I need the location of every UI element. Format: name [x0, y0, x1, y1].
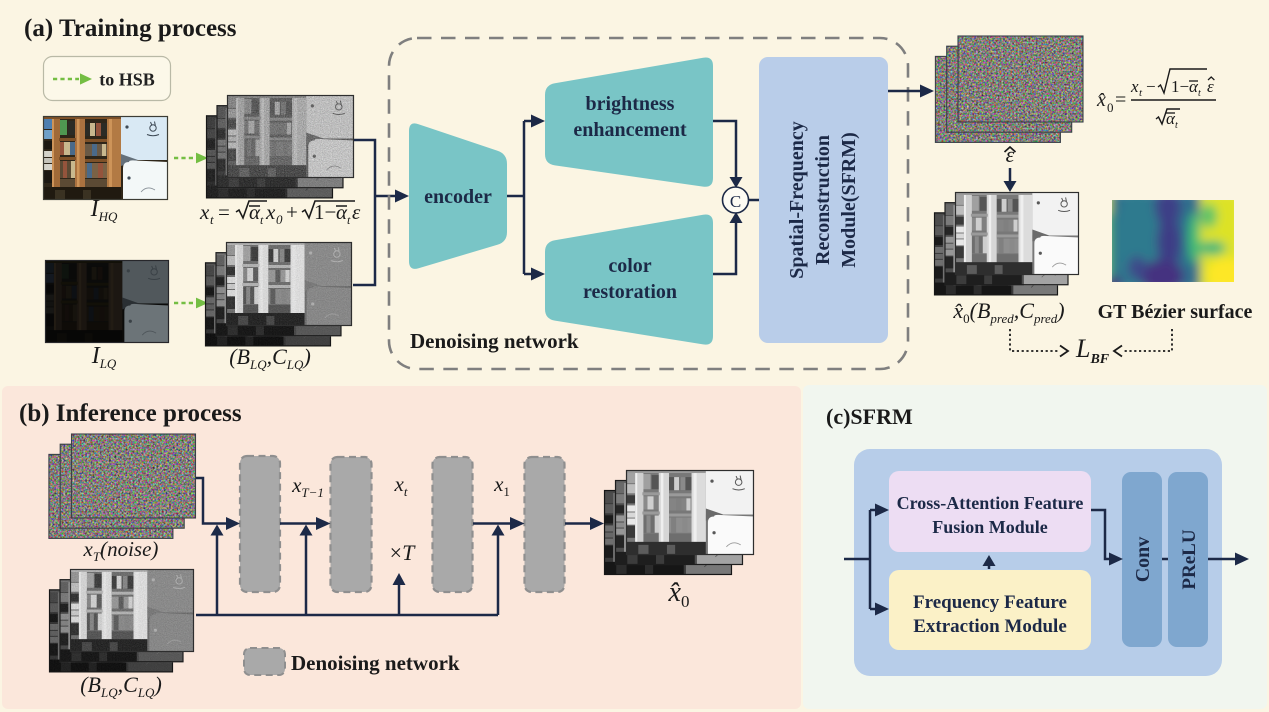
svg-text:C: C [730, 192, 741, 211]
svg-text:GT Bézier surface: GT Bézier surface [1098, 301, 1253, 323]
svg-text:1−: 1− [314, 200, 336, 224]
svg-text:x: x [1130, 77, 1139, 96]
svg-text:0: 0 [1107, 100, 1114, 115]
svg-text:LBF: LBF [1075, 334, 1110, 367]
svg-text:x̂: x̂ [1096, 89, 1106, 111]
svg-text:x̂0: x̂0 [668, 577, 690, 611]
svg-text:ε: ε [1207, 77, 1214, 96]
svg-text:=: = [218, 200, 230, 224]
svg-text:(a) Training process: (a) Training process [24, 15, 237, 42]
svg-text:(BLQ,CLQ): (BLQ,CLQ) [80, 672, 162, 700]
svg-text:t: t [260, 213, 264, 227]
svg-text:IHQ: IHQ [90, 196, 118, 224]
svg-text:Cross-Attention Feature: Cross-Attention Feature [897, 493, 1084, 513]
svg-text:Extraction Module: Extraction Module [913, 616, 1067, 637]
svg-text:0: 0 [276, 212, 283, 227]
svg-text:Frequency Feature: Frequency Feature [913, 592, 1067, 613]
svg-text:ε: ε [1006, 142, 1015, 167]
svg-text:ILQ: ILQ [91, 343, 117, 371]
svg-text:t: t [1139, 87, 1143, 99]
svg-text:1−: 1− [1171, 77, 1189, 96]
svg-text:α: α [1189, 77, 1199, 96]
svg-text:xT−1: xT−1 [291, 473, 324, 500]
svg-text:t: t [1175, 120, 1178, 131]
svg-text:restoration: restoration [583, 281, 677, 303]
svg-text:x̂0(Bpred,Cpred): x̂0(Bpred,Cpred) [952, 298, 1064, 326]
svg-text:x1: x1 [493, 472, 510, 499]
svg-text:(b) Inference process: (b) Inference process [19, 400, 242, 427]
svg-text:x: x [265, 200, 276, 224]
svg-text:−: − [1146, 77, 1156, 96]
svg-text:x: x [199, 200, 210, 224]
svg-text:encoder: encoder [424, 186, 492, 208]
svg-text:+: + [286, 200, 298, 224]
svg-text:Fusion Module: Fusion Module [932, 517, 1048, 537]
svg-text:Conv: Conv [1132, 537, 1154, 583]
svg-text:α: α [1166, 109, 1176, 128]
svg-text:×T: ×T [390, 540, 416, 565]
svg-text:to HSB: to HSB [99, 70, 155, 90]
svg-text:(c)SFRM: (c)SFRM [826, 404, 913, 429]
svg-text:t: t [210, 212, 214, 227]
svg-text:enhancement: enhancement [573, 119, 687, 141]
svg-text:xt: xt [394, 472, 408, 499]
svg-text:(BLQ,CLQ): (BLQ,CLQ) [229, 344, 311, 372]
svg-text:Denoising network: Denoising network [410, 329, 579, 353]
svg-text:color: color [608, 255, 651, 277]
svg-text:PReLU: PReLU [1179, 529, 1200, 589]
svg-text:=: = [1115, 89, 1126, 111]
svg-text:brightness: brightness [586, 93, 675, 115]
svg-text:xT(noise): xT(noise) [83, 537, 159, 564]
svg-text:t: t [1198, 88, 1201, 99]
svg-text:ε: ε [352, 200, 361, 224]
svg-text:Denoising network: Denoising network [291, 651, 460, 675]
svg-text:t: t [347, 213, 351, 227]
